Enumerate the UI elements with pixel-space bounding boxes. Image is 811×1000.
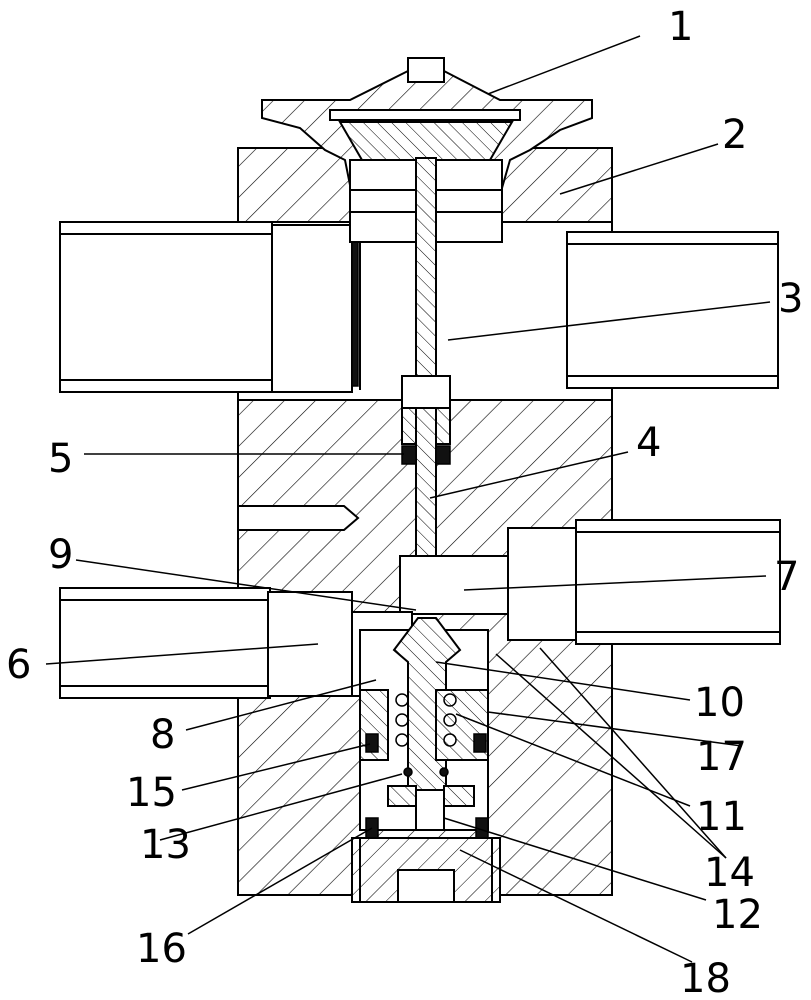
side-bore	[237, 505, 360, 531]
label-12: 12	[712, 892, 763, 938]
bottom-plug	[351, 837, 501, 903]
part-labels: 1 2 3 4 5 6 7 8 9 10 11 12 13 14 15 16 1…	[6, 4, 803, 1000]
label-18: 18	[680, 956, 731, 1000]
label-8: 8	[150, 712, 175, 758]
leader-lines	[45, 35, 771, 963]
label-4: 4	[636, 420, 661, 466]
label-10: 10	[694, 680, 745, 726]
stem-seal	[401, 445, 451, 465]
label-9: 9	[48, 532, 73, 578]
label-7: 7	[774, 554, 799, 600]
label-13: 13	[140, 822, 191, 868]
outlet-passage	[399, 519, 781, 645]
lower-cavity	[359, 617, 489, 839]
label-15: 15	[126, 770, 177, 816]
label-1: 1	[668, 4, 693, 50]
label-5: 5	[48, 436, 73, 482]
label-14: 14	[704, 850, 755, 896]
label-11: 11	[696, 794, 747, 840]
push-rod	[401, 157, 451, 599]
label-16: 16	[136, 926, 187, 972]
label-17: 17	[696, 734, 747, 780]
label-3: 3	[778, 276, 803, 322]
label-2: 2	[722, 112, 747, 158]
label-6: 6	[6, 642, 31, 688]
